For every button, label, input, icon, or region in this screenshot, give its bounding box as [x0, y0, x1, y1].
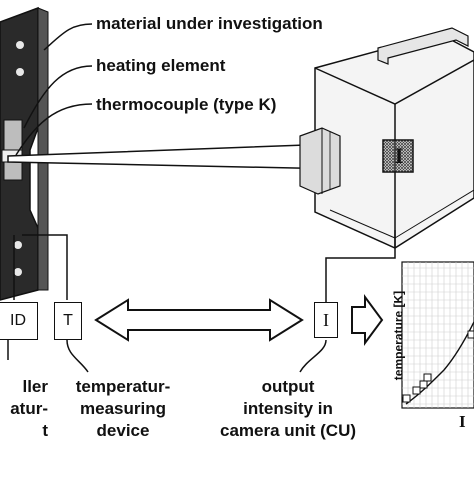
calibration-graph — [401, 261, 474, 409]
material-label: material under investigation — [96, 14, 323, 33]
graph-x-label: I — [459, 412, 466, 431]
material-leader — [43, 23, 93, 51]
calibration-point — [419, 380, 428, 389]
controller-caption: ller atur- t — [10, 377, 48, 440]
mount-hole — [14, 241, 22, 249]
temperature-box: T — [54, 302, 82, 340]
calibration-point — [467, 330, 474, 339]
camera-caption: output intensity in camera unit (CU) — [219, 377, 357, 440]
temperature-line — [22, 234, 68, 300]
controller-box: ID — [0, 302, 38, 340]
thermocouple-leader — [15, 103, 93, 156]
sample-holder — [0, 6, 49, 301]
camera-marker-label: I — [394, 143, 404, 168]
camera-lens — [299, 127, 341, 195]
camera-unit — [299, 27, 474, 249]
calibration-curve — [405, 321, 474, 405]
calibration-point — [423, 373, 432, 382]
intensity-line — [325, 230, 396, 302]
intensity-box: I — [314, 302, 338, 338]
camera-handle — [377, 27, 469, 65]
graph-y-label: temperature [K] — [391, 290, 406, 381]
mount-hole — [14, 268, 22, 276]
thermocouple-label: thermocouple (type K) — [96, 95, 277, 114]
mount-hole — [16, 41, 24, 49]
temperature-caption: temperatur- measuring device — [75, 377, 171, 440]
camera-marker-box — [382, 139, 414, 173]
double-arrow — [94, 298, 304, 342]
mount-hole — [16, 68, 24, 76]
calibration-point — [412, 386, 421, 395]
heating-element-label: heating element — [96, 56, 226, 75]
right-arrow — [351, 293, 384, 347]
calibration-point — [402, 394, 411, 403]
heating-leader — [23, 65, 93, 129]
